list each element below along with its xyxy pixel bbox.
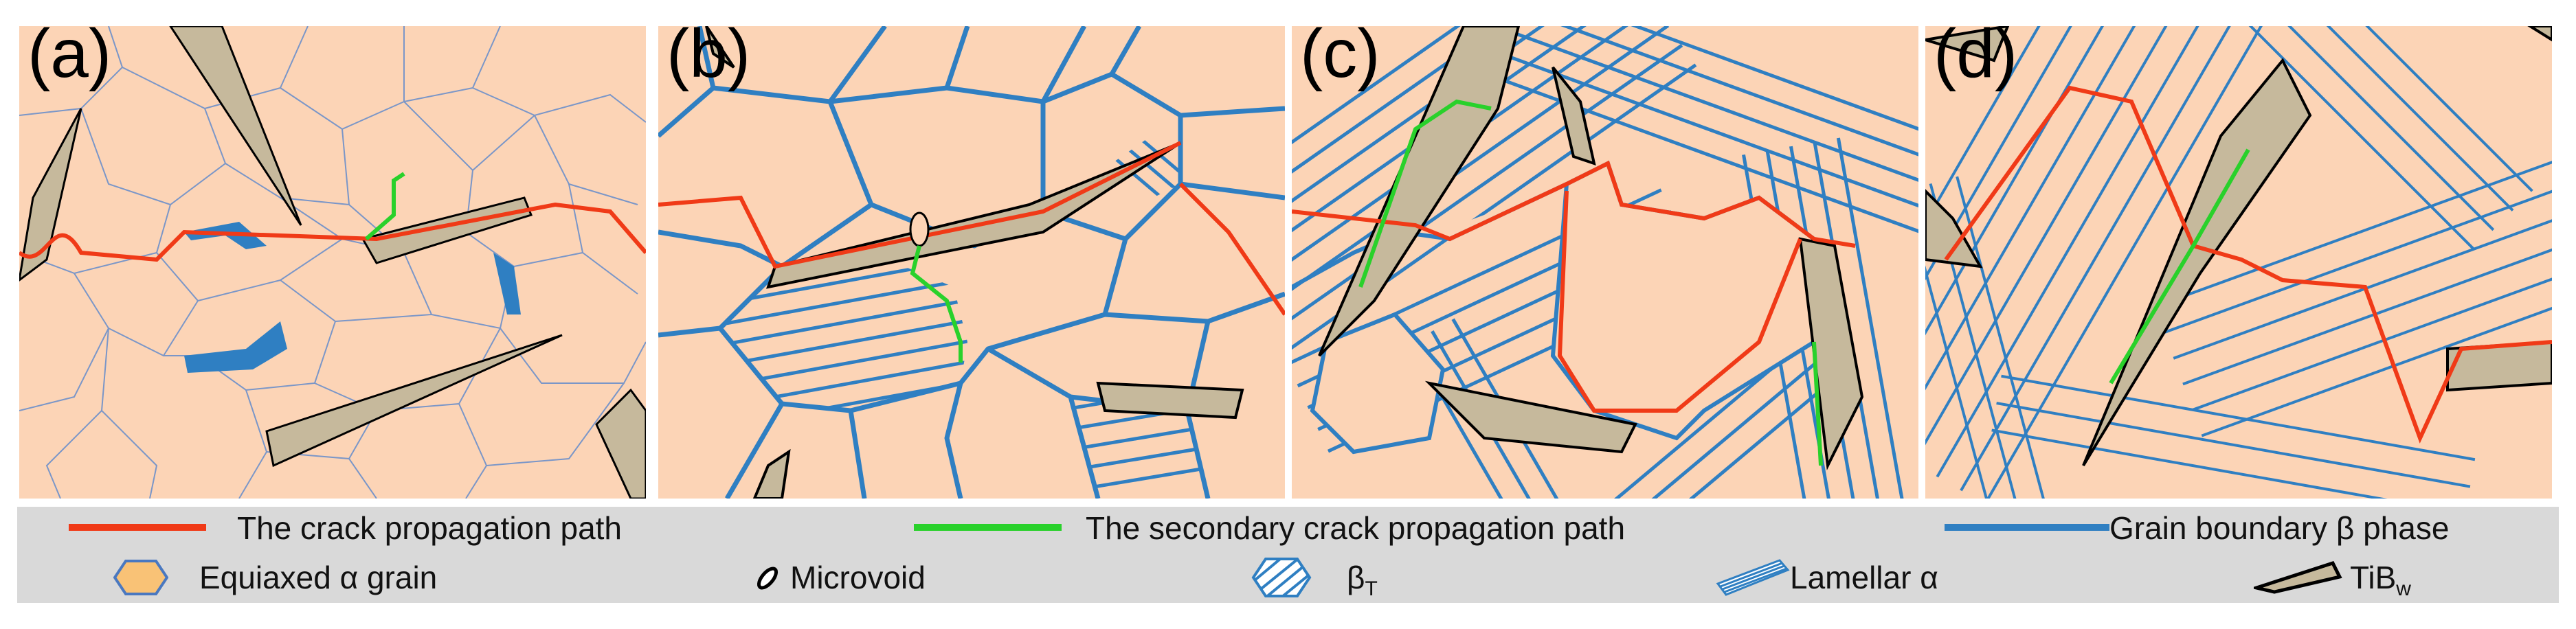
equiaxed-alpha-grain-2 — [1310, 312, 1446, 455]
tib-symbol: TiB — [2350, 560, 2397, 595]
tib-whiskers — [1925, 26, 2552, 467]
secondary-crack-path — [2109, 148, 2250, 385]
legend-secondary-crack-path: The secondary crack propagation path — [1086, 510, 1626, 546]
equiaxed-grain-icon — [113, 560, 168, 595]
lamellar-alpha-icon — [1716, 559, 1790, 596]
panel-label-b: (b) — [667, 26, 751, 92]
legend-tib: TiBw — [2350, 562, 2411, 599]
panel-label-a: (a) — [27, 26, 112, 92]
grain-boundary-network — [658, 26, 1285, 499]
beta-t-subscript: T — [1365, 577, 1378, 601]
legend-beta-t: βT — [1347, 562, 1378, 599]
secondary-crack-path-2 — [1812, 341, 1823, 466]
legend-equiaxed: Equiaxed α grain — [199, 560, 438, 595]
panel-d: (d) — [1925, 26, 2552, 499]
tib-whiskers — [705, 26, 1244, 499]
panel-label-d: (d) — [1934, 26, 2018, 92]
grain-boundary-beta-phase — [184, 222, 521, 373]
legend-microvoid: Microvoid — [790, 560, 926, 595]
beta-t-icon — [1251, 558, 1312, 597]
crack-propagation-path — [658, 141, 1182, 269]
tib-whisker-icon — [2254, 560, 2342, 594]
panel-c-drawing — [1292, 26, 1918, 499]
secondary-crack-swatch — [914, 524, 1062, 531]
panel-b-drawing — [658, 26, 1285, 499]
lamellar-colonies — [1292, 26, 1918, 499]
tib-whiskers — [19, 26, 646, 499]
crack-propagation-path — [1944, 85, 2552, 444]
crack-propagation-path — [19, 202, 646, 262]
microvoid-icon — [757, 567, 779, 590]
lamellar-colonies — [1925, 26, 2552, 499]
legend-crack-path: The crack propagation path — [237, 510, 623, 546]
legend-grain-boundary: Grain boundary β phase — [2109, 510, 2450, 546]
panel-a: (a) — [19, 26, 646, 499]
microvoid — [909, 211, 930, 247]
secondary-crack-path — [1358, 99, 1492, 288]
tib-subscript: w — [2396, 577, 2411, 601]
beta-t-symbol: β — [1347, 560, 1365, 595]
crack-propagation-path-loop — [1557, 190, 1802, 413]
secondary-crack-path — [365, 172, 405, 241]
legend-lamellar: Lamellar α — [1790, 560, 1938, 595]
grain-boundary-swatch — [1945, 524, 2109, 531]
legend: The crack propagation path The secondary… — [17, 507, 2559, 603]
crack-propagation-path-branch — [1178, 182, 1285, 316]
panel-d-drawing — [1925, 26, 2552, 499]
tib-whiskers — [1318, 26, 1864, 470]
crack-path-swatch — [69, 524, 206, 531]
crack-propagation-path — [1292, 160, 1856, 248]
secondary-crack-path — [910, 245, 963, 363]
panel-label-c: (c) — [1300, 26, 1380, 92]
panel-a-drawing — [19, 26, 646, 499]
panel-c: (c) — [1292, 26, 1918, 499]
panel-b: (b) — [658, 26, 1285, 499]
